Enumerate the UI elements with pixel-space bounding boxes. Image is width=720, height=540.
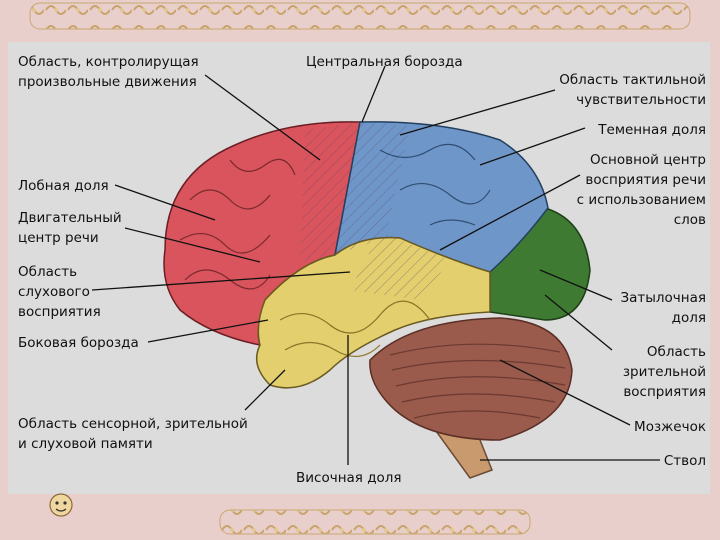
pointer-lines [91,65,660,465]
label-central-sulcus: Центральная борозда [306,54,463,70]
temporal-gyri [279,300,431,357]
speech-area-hatch [350,232,450,300]
label-lateral-sulcus: Боковая борозда [18,335,139,351]
label-temporal-lobe: Височная доля [296,470,402,486]
label-parietal-lobe: Теменная доля [598,122,706,138]
label-frontal-lobe: Лобная доля [18,178,109,194]
mascot-icon [49,493,73,517]
label-brainstem: Ствол [663,453,706,469]
bottom-ornament [219,509,531,535]
parietal-gyri [379,143,491,226]
label-cerebellum: Мозжечок [634,419,706,435]
cerebellum-region [369,317,573,441]
top-ornament [29,2,691,30]
